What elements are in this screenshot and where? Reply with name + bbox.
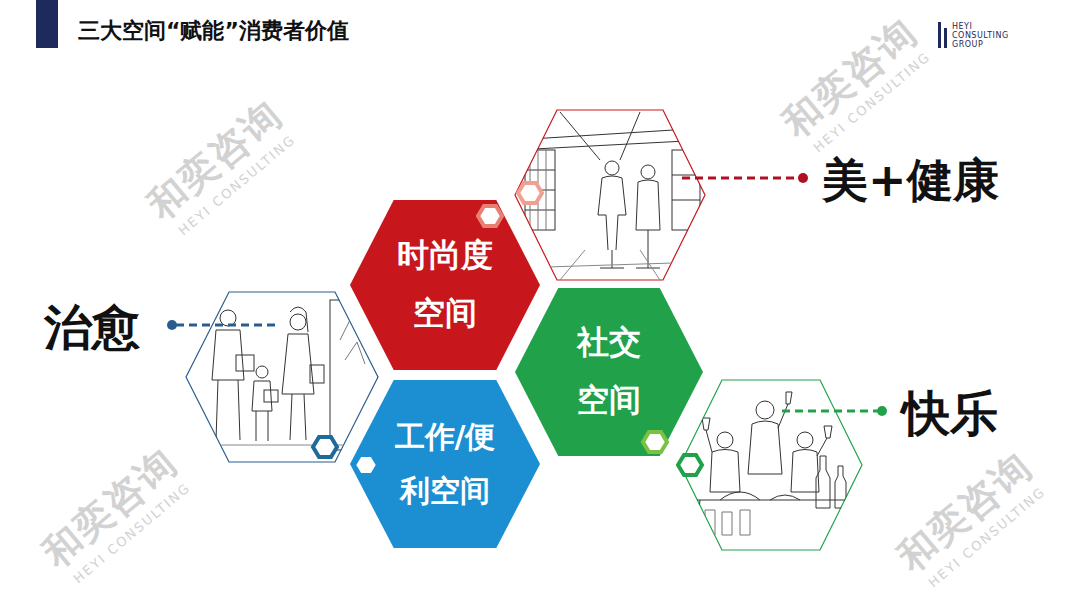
hexagon-shape — [515, 288, 703, 456]
page-title: 三大空间“赋能”消费者价值 — [78, 16, 349, 46]
bolt-icon — [518, 183, 542, 203]
value-label: 治愈 — [44, 296, 140, 360]
bolt-icon — [354, 455, 378, 475]
header-bar — [36, 0, 58, 48]
value-label: 美+健康 — [822, 150, 999, 212]
hexagon-shape — [350, 380, 540, 548]
logo-mark — [938, 22, 947, 48]
bolt-icon — [643, 432, 667, 452]
bolt-icon — [478, 206, 502, 226]
space-name: 工作/便利空间 — [393, 410, 498, 518]
value-label: 快乐 — [902, 382, 998, 446]
space-hexagon: 社交空间 — [515, 288, 703, 456]
logo-text: HEYI CONSULTING GROUP — [952, 22, 1008, 50]
space-name: 时尚度空间 — [394, 227, 496, 342]
bolt-icon — [678, 455, 702, 475]
bolt-icon — [313, 437, 337, 457]
space-hexagon: 工作/便利空间 — [350, 380, 540, 548]
hexagon-shape — [350, 200, 540, 370]
space-hexagon: 时尚度空间 — [350, 200, 540, 370]
store-illustration — [515, 110, 705, 280]
family-illustration — [186, 292, 378, 462]
party-illustration — [680, 380, 862, 550]
space-name: 社交空间 — [574, 314, 644, 429]
